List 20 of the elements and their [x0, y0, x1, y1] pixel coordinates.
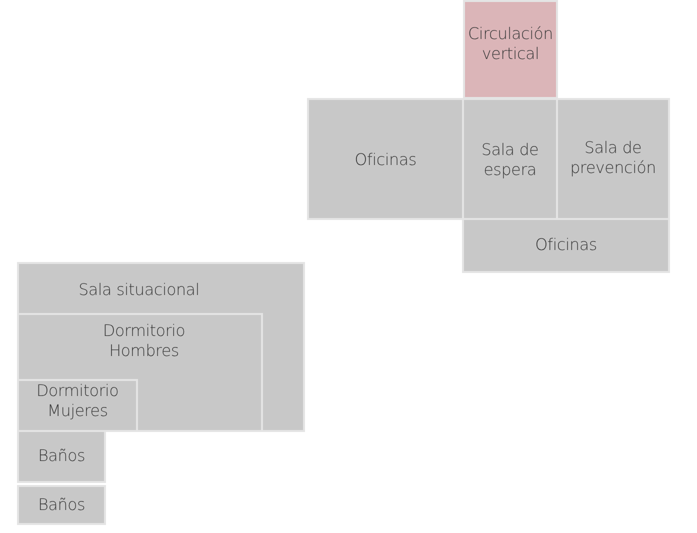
room-label: Sala de espera — [480, 140, 540, 180]
room-block — [462, 218, 670, 273]
room-block — [462, 98, 558, 220]
room-block — [17, 430, 106, 483]
room-block — [463, 0, 558, 99]
room-label: Dormitorio Hombres — [102, 321, 186, 361]
room-label: Oficinas — [354, 150, 418, 170]
room-block — [307, 98, 464, 220]
room-label: Dormitorio Mujeres — [35, 381, 120, 421]
room-label: Baños — [36, 495, 86, 515]
room-label: Sala de prevención — [569, 138, 657, 178]
room-block — [17, 262, 305, 432]
room-label: Baños — [36, 446, 86, 466]
room-block — [17, 485, 106, 525]
room-block — [17, 313, 263, 432]
room-label: Circulación vertical — [467, 24, 554, 64]
room-label: Sala situacional — [78, 280, 200, 300]
room-label: Oficinas — [534, 235, 598, 255]
room-block — [17, 379, 138, 432]
room-block — [556, 98, 670, 220]
